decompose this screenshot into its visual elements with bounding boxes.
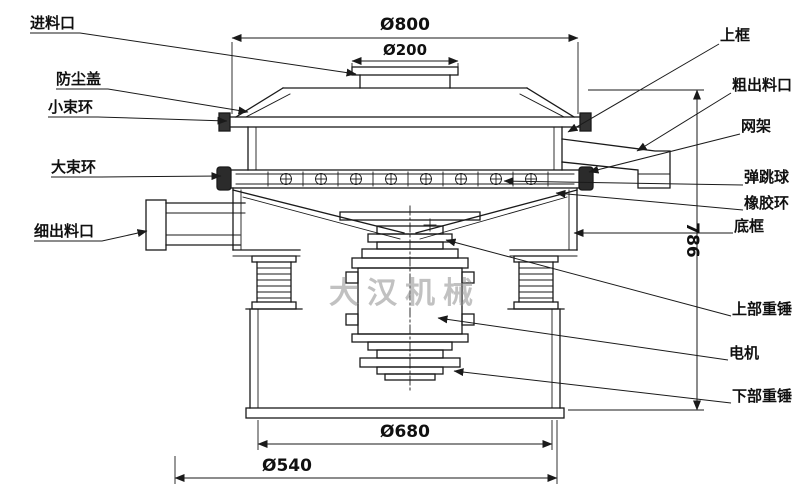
dim-top-diameter: Ø800 [380, 15, 430, 35]
dimension-lines: Ø800 Ø200 786 Ø680 Ø540 [174, 15, 704, 484]
label-lower-weight: 下部重锤 [732, 387, 792, 405]
label-feed-inlet: 进料口 [30, 14, 75, 32]
small-clamp-ring-shape [218, 112, 592, 132]
motor-assembly-shape [339, 205, 481, 391]
label-motor: 电机 [729, 344, 759, 362]
machine-outline [145, 66, 671, 419]
label-bottom-frame: 底框 [734, 217, 764, 235]
label-dust-cover: 防尘盖 [56, 70, 101, 88]
bottom-frame-shape [232, 187, 578, 257]
fine-outlet-shape [145, 199, 246, 251]
base-shape [245, 308, 565, 419]
coarse-outlet-shape [561, 138, 671, 189]
dim-inlet-diameter: Ø200 [383, 41, 427, 59]
feed-inlet-shape [351, 66, 459, 89]
dim-height: 786 [682, 222, 702, 258]
label-rubber-ring: 橡胶环 [744, 194, 789, 212]
label-upper-frame: 上框 [720, 26, 750, 44]
label-mesh-frame: 网架 [741, 118, 771, 135]
dim-base-diameter: Ø680 [380, 422, 430, 442]
label-upper-weight: 上部重锤 [732, 300, 792, 318]
label-large-clamp-ring: 大束环 [51, 158, 96, 176]
label-fine-outlet: 细出料口 [34, 222, 94, 240]
label-coarse-outlet: 粗出料口 [732, 76, 792, 94]
label-small-clamp-ring: 小束环 [48, 99, 93, 116]
leader-lines [30, 32, 744, 404]
part-labels: 进料口 防尘盖 小束环 大束环 细出料口 上框 粗出料口 网架 弹跳球 橡胶环 … [30, 14, 792, 405]
dust-cover-shape [235, 87, 575, 118]
discharge-cone-shape [232, 189, 578, 240]
upper-frame-shape [247, 126, 563, 171]
label-bouncing-ball: 弹跳球 [744, 168, 790, 186]
screen-deck-shape [216, 166, 594, 191]
watermark-text: 大汉机械 [329, 277, 481, 310]
dim-bottom-diameter: Ø540 [262, 456, 312, 476]
